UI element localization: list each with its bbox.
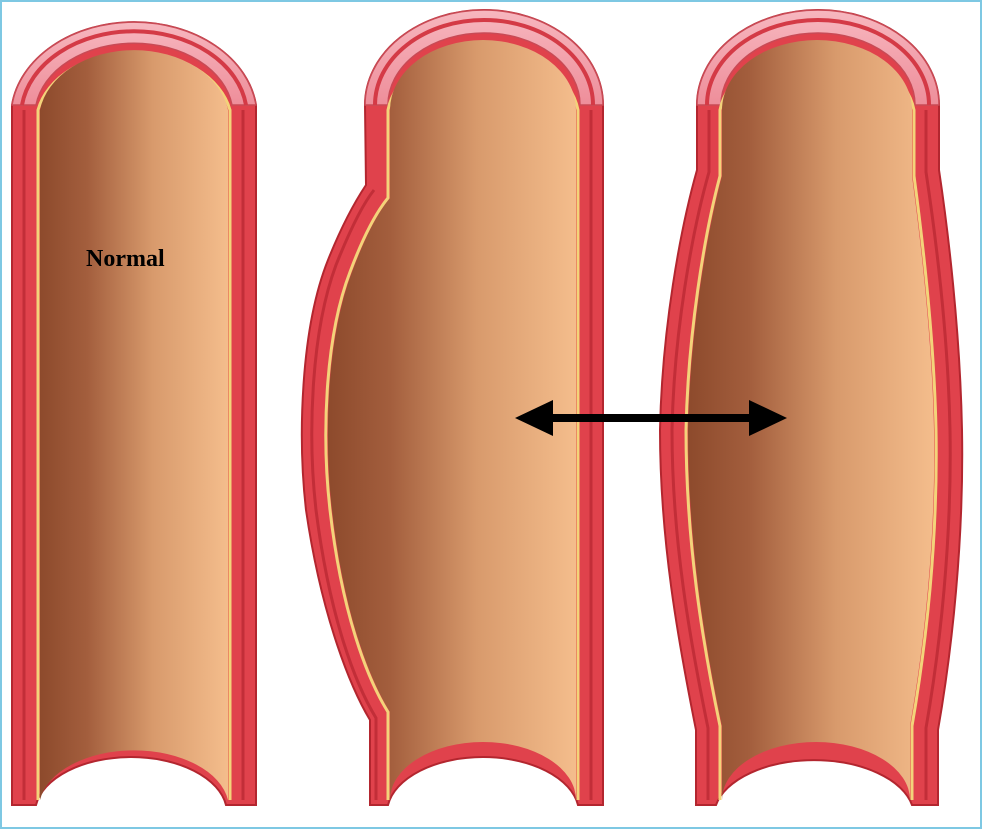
normal-vessel: Normal xyxy=(12,22,256,805)
normal-vessel-lumen xyxy=(40,50,228,800)
fusiform-vessel xyxy=(660,10,962,805)
saccular-vessel xyxy=(302,10,603,805)
normal-label: Normal xyxy=(86,246,165,272)
